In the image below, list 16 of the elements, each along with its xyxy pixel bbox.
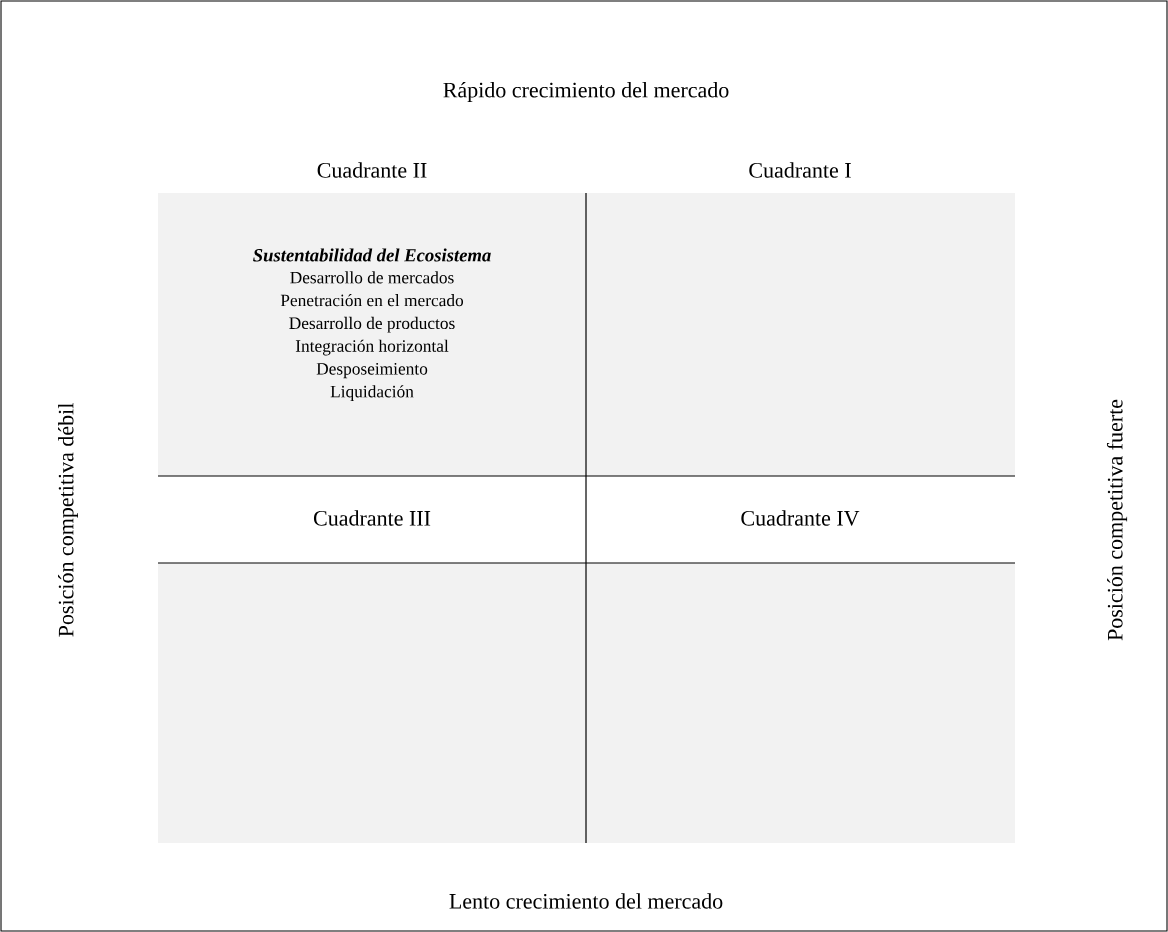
strategy-list: Desarrollo de mercados Penetración en el mercado Desarrollo de productos Integración horizontal Desposeimiento Liquidación <box>280 271 464 401</box>
quadrant-heading: Cuadrante III <box>313 510 431 526</box>
quadrant-heading: Cuadrante II <box>317 162 427 178</box>
quadrant-heading: Cuadrante IV <box>741 510 860 526</box>
axis-label: Rápido crecimiento del mercado <box>443 82 729 102</box>
strategy-heading: Sustentabilidad del Ecosistema <box>253 248 491 262</box>
node-label: Penetración en el mercado <box>280 294 464 307</box>
node-label: Liquidación <box>330 385 414 401</box>
axis-label: Posición competitiva débil <box>58 403 78 637</box>
axis-label: Posición competitiva fuerte <box>1106 399 1128 641</box>
node-label: Desarrollo de mercados <box>290 271 454 284</box>
axis-label: Lento crecimiento del mercado <box>449 893 723 909</box>
node-label: Integración horizontal <box>295 339 449 356</box>
quadrant-heading: Cuadrante I <box>749 162 851 178</box>
node-label: Desarrollo de productos <box>289 316 455 333</box>
node-label: Desposeimiento <box>316 363 428 379</box>
